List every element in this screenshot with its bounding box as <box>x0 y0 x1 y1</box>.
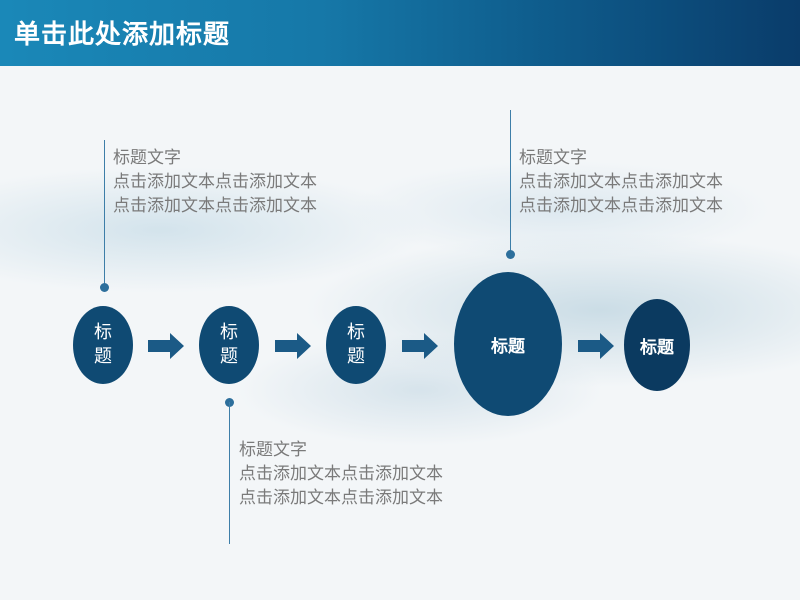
node-2-label-bottom: 题 <box>220 346 238 367</box>
arrow-right-icon <box>148 333 184 359</box>
node-1-label-bottom: 题 <box>94 346 112 367</box>
node-5-label: 标题 <box>640 337 674 358</box>
node-4-label: 标题 <box>491 336 525 357</box>
callout-1-line2: 点击添加文本点击添加文本 <box>113 196 317 216</box>
callout-2[interactable]: 标题文字 点击添加文本点击添加文本 点击添加文本点击添加文本 <box>519 146 723 218</box>
callout-3[interactable]: 标题文字 点击添加文本点击添加文本 点击添加文本点击添加文本 <box>239 438 443 510</box>
process-node-5[interactable]: 标题 <box>624 299 690 391</box>
callout-3-line1: 点击添加文本点击添加文本 <box>239 464 443 484</box>
process-node-2[interactable]: 标 题 <box>199 306 259 384</box>
background-wash <box>0 140 800 460</box>
node-2-label-top: 标 <box>220 322 238 343</box>
callout-2-line2: 点击添加文本点击添加文本 <box>519 196 723 216</box>
node-3-label-top: 标 <box>347 322 365 343</box>
arrow-right-icon <box>578 333 614 359</box>
callout-line-1 <box>104 140 105 288</box>
callout-1-line1: 点击添加文本点击添加文本 <box>113 172 317 192</box>
arrow-right-icon <box>402 333 438 359</box>
process-node-4[interactable]: 标题 <box>454 272 562 416</box>
callout-dot-2 <box>506 250 515 259</box>
process-node-3[interactable]: 标 题 <box>326 306 386 384</box>
callout-line-2 <box>510 110 511 258</box>
slide-title[interactable]: 单击此处添加标题 <box>14 20 231 50</box>
callout-3-title: 标题文字 <box>239 440 307 460</box>
arrow-right-icon <box>275 333 311 359</box>
callout-line-3 <box>229 402 230 544</box>
callout-2-line1: 点击添加文本点击添加文本 <box>519 172 723 192</box>
callout-3-line2: 点击添加文本点击添加文本 <box>239 488 443 508</box>
node-1-label-top: 标 <box>94 322 112 343</box>
title-bar: 单击此处添加标题 <box>0 0 800 66</box>
callout-1[interactable]: 标题文字 点击添加文本点击添加文本 点击添加文本点击添加文本 <box>113 146 317 218</box>
node-3-label-bottom: 题 <box>347 346 365 367</box>
process-node-1[interactable]: 标 题 <box>73 306 133 384</box>
callout-1-title: 标题文字 <box>113 148 181 168</box>
callout-dot-1 <box>100 283 109 292</box>
callout-2-title: 标题文字 <box>519 148 587 168</box>
